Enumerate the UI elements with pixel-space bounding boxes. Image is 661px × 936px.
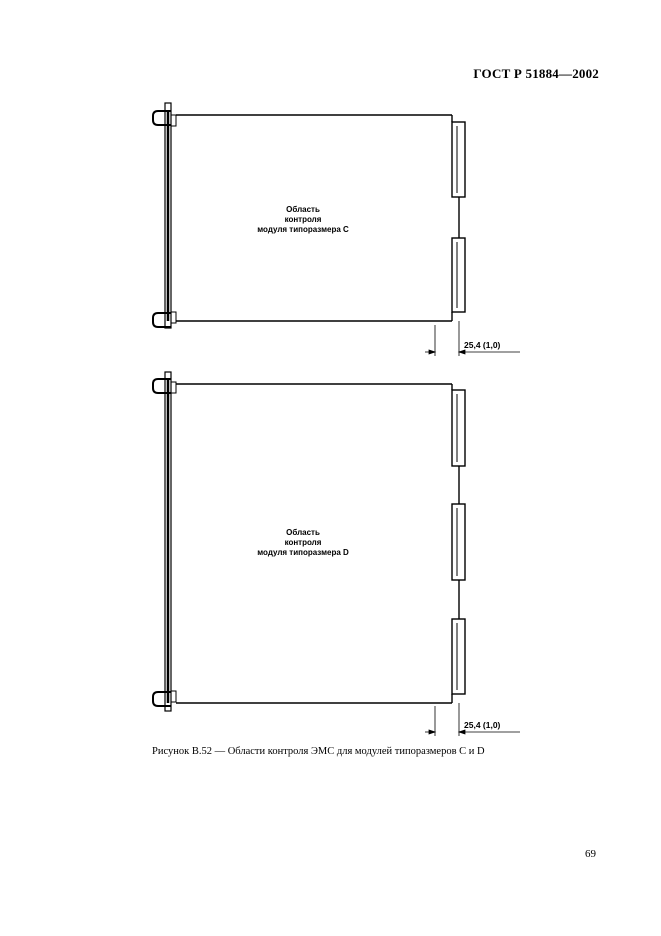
board-c-connector-1 <box>451 121 466 198</box>
board-d-bottom-handle-icon <box>152 691 171 707</box>
board-d-connector-3 <box>451 618 466 695</box>
board-c-dimension-label: 25,4 (1,0) <box>464 340 501 350</box>
board-d-label: Область контроля модуля типоразмера D <box>233 528 373 558</box>
board-d-top-handle-icon <box>152 378 171 394</box>
document-header: ГОСТ Р 51884—2002 <box>473 66 599 81</box>
board-d-connector-2 <box>451 503 466 581</box>
page-number: 69 <box>585 848 596 860</box>
board-d-dimension <box>425 703 520 736</box>
board-c-label-line: Область <box>286 205 320 214</box>
board-c-bottom-handle-icon <box>152 312 171 328</box>
board-c-label-line: модуля типоразмера С <box>257 225 349 234</box>
board-c-label: Область контроля модуля типоразмера С <box>233 205 373 235</box>
board-c-dimension <box>425 321 520 356</box>
board-d-label-line: контроля <box>284 538 322 547</box>
board-c-drawing <box>152 102 520 356</box>
board-c-connector-2 <box>451 237 466 313</box>
board-d-drawing <box>152 371 520 736</box>
board-d-label-line: модуля типоразмера D <box>257 548 349 557</box>
figure-caption: Рисунок В.52 — Области контроля ЭМС для … <box>152 746 485 757</box>
board-d-connector-1 <box>451 389 466 467</box>
board-d-label-line: Область <box>286 528 320 537</box>
board-d-dimension-label: 25,4 (1,0) <box>464 720 501 730</box>
board-c-top-handle-icon <box>152 110 171 126</box>
board-c-label-line: контроля <box>284 215 322 224</box>
